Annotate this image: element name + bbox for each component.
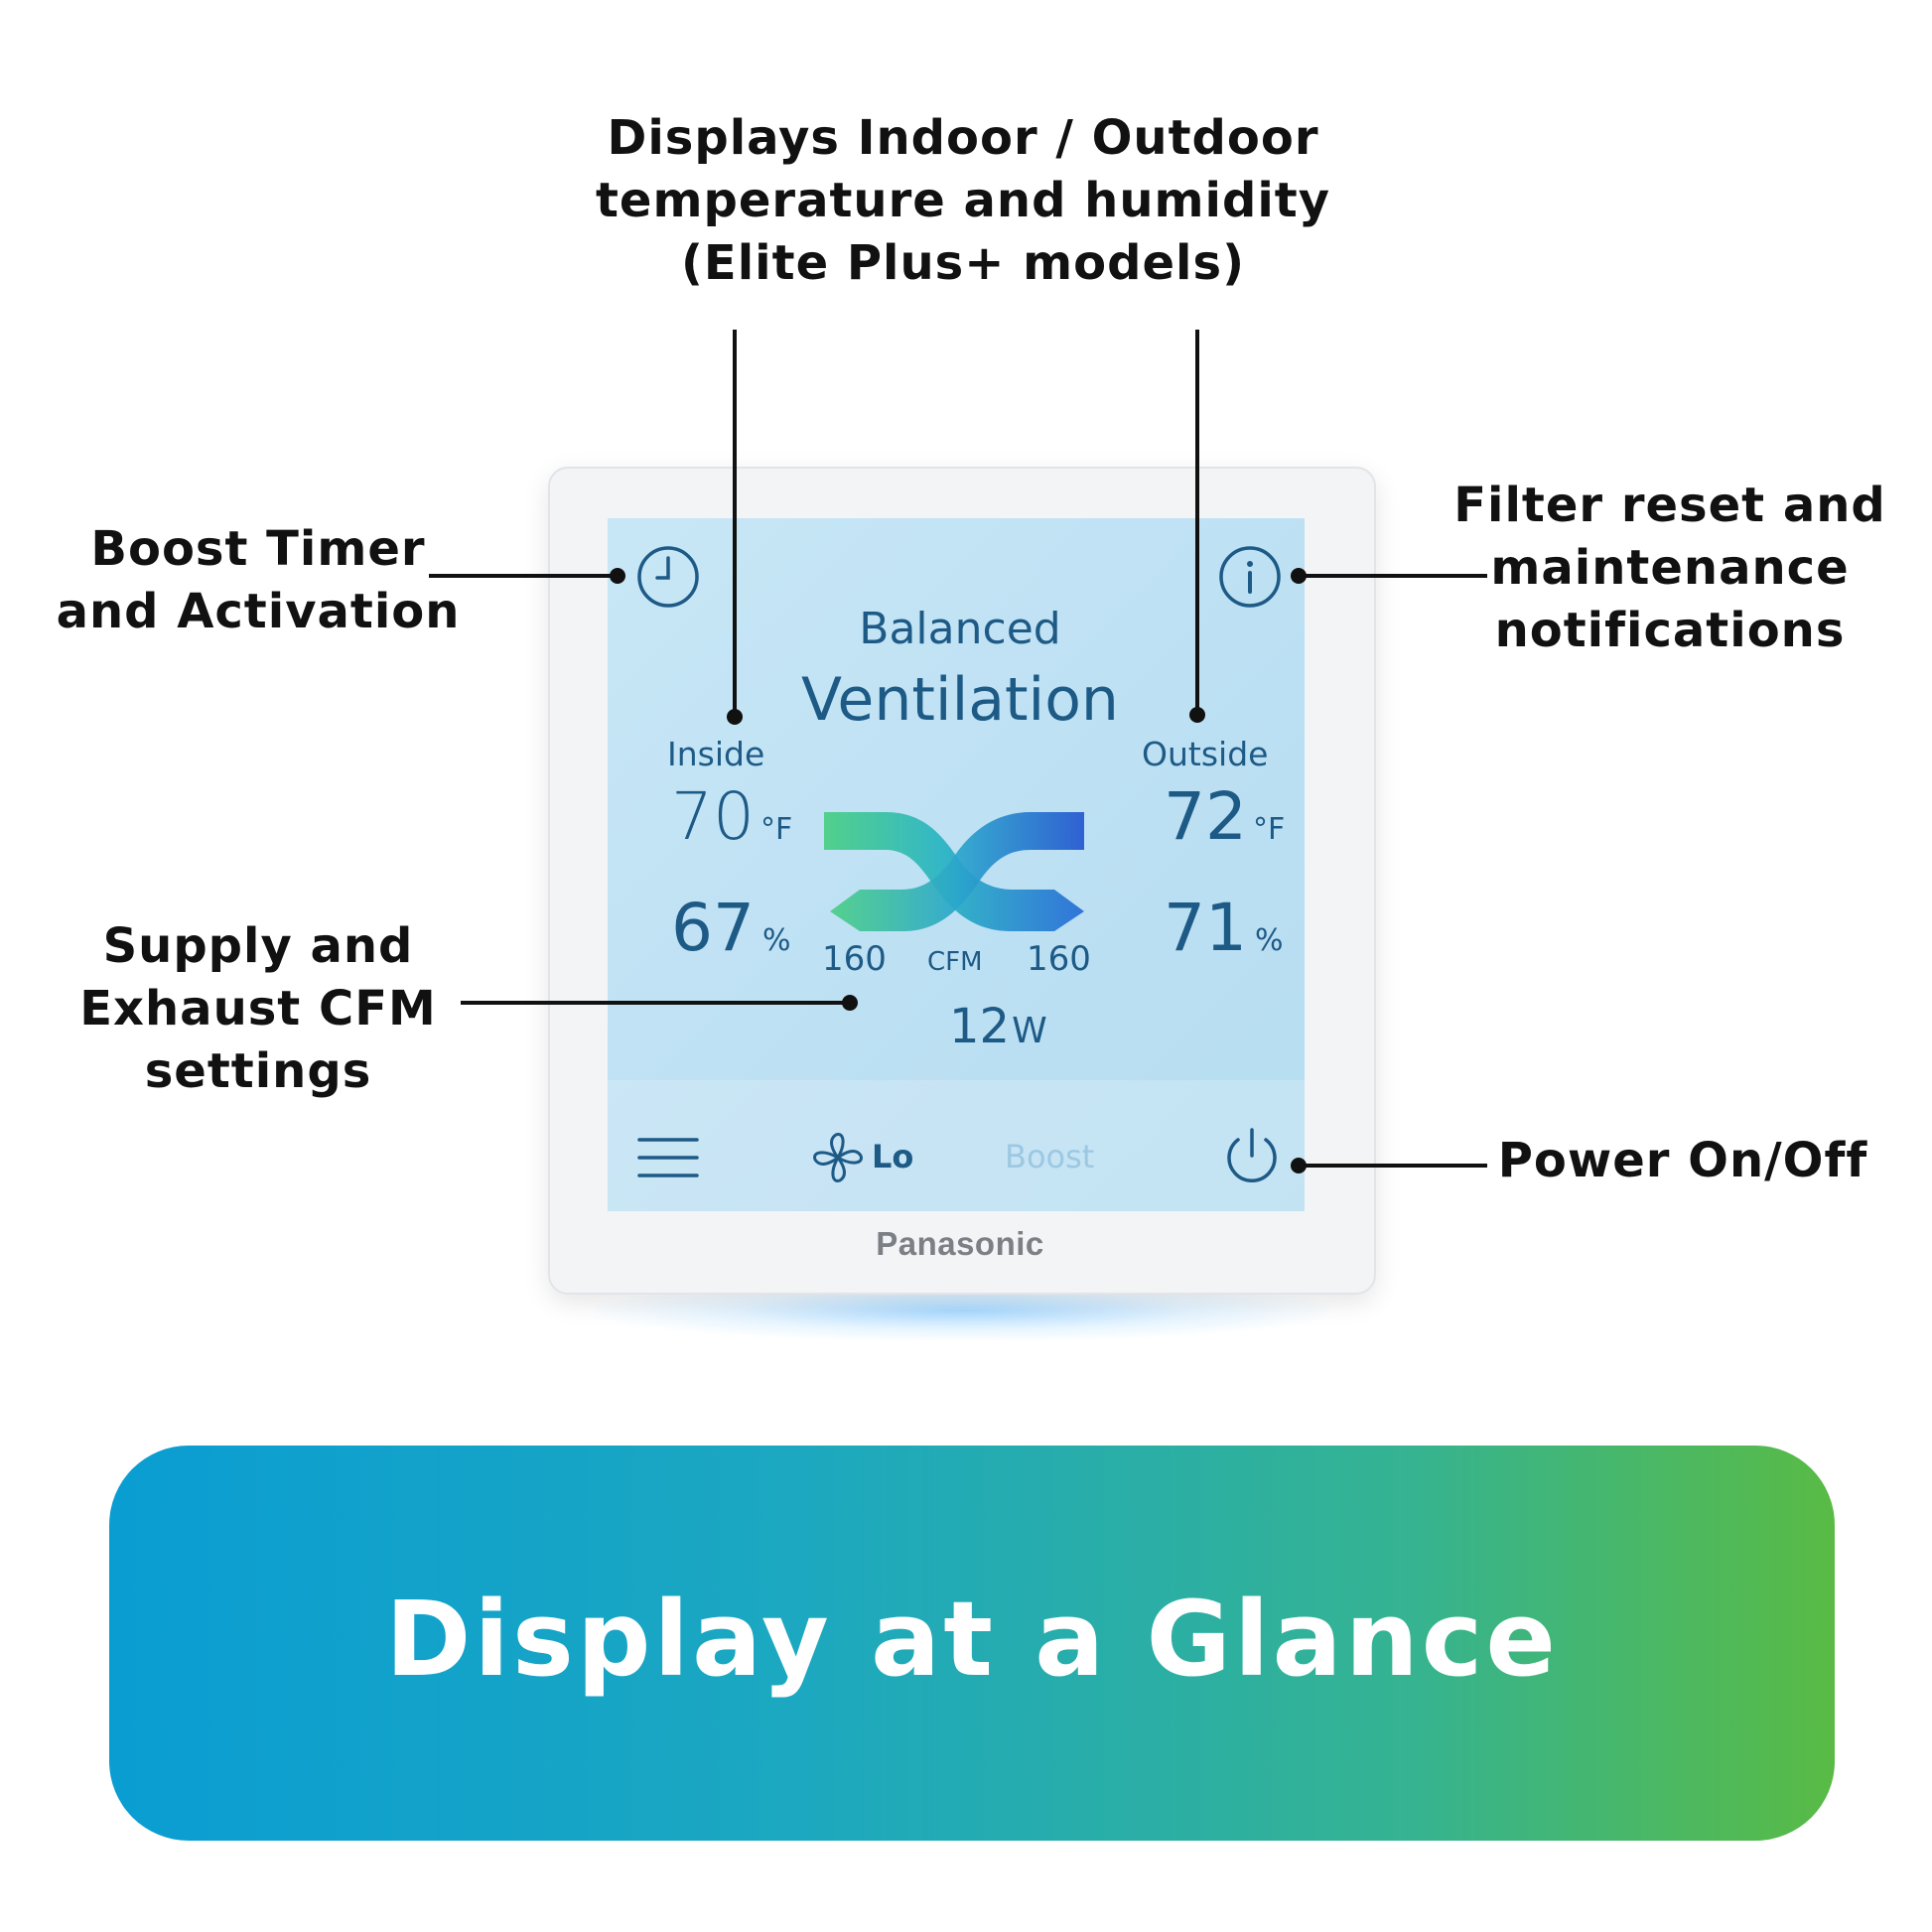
- clock-icon[interactable]: [635, 544, 701, 610]
- cfm-supply: 160: [822, 939, 887, 979]
- outside-humidity-value: 71: [1164, 890, 1247, 966]
- callout-power: Power On/Off: [1489, 1130, 1876, 1192]
- outside-temp-value: 72: [1164, 778, 1247, 855]
- power-usage: 12W: [949, 999, 1047, 1054]
- callout-line: Power On/Off: [1497, 1133, 1868, 1188]
- outside-temp-unit: °F: [1252, 812, 1286, 847]
- inside-humidity: 67%: [671, 890, 791, 966]
- inside-label: Inside: [667, 735, 765, 773]
- callout-line: (Elite Plus+ models): [680, 235, 1245, 291]
- callout-line: settings: [144, 1043, 372, 1099]
- power-usage-unit: W: [1012, 1011, 1047, 1051]
- callout-line: Supply and: [102, 918, 414, 974]
- fan-icon: [813, 1133, 863, 1182]
- outside-label: Outside: [1142, 735, 1269, 773]
- cfm-unit: CFM: [927, 947, 983, 977]
- callout-boost-timer: Boost Timer and Activation: [40, 518, 477, 643]
- info-icon[interactable]: [1217, 544, 1283, 610]
- inside-temperature: 70°F: [671, 778, 792, 855]
- outside-humidity: 71%: [1164, 890, 1284, 966]
- callout-indoor-outdoor: Displays Indoor / Outdoor temperature an…: [556, 107, 1370, 295]
- screen-title-balanced: Balanced: [859, 604, 1061, 654]
- callout-line: Filter reset and: [1453, 478, 1886, 533]
- power-icon[interactable]: [1219, 1124, 1285, 1189]
- bottom-bar: [608, 1080, 1305, 1211]
- callout-cfm-settings: Supply and Exhaust CFM settings: [60, 915, 457, 1103]
- inside-temp-unit: °F: [759, 812, 793, 847]
- power-usage-value: 12: [949, 999, 1011, 1054]
- inside-humidity-value: 67: [671, 890, 755, 966]
- fan-speed-button[interactable]: Lo: [810, 1128, 919, 1187]
- brand-logo: Panasonic: [876, 1225, 1044, 1262]
- callout-line: Displays Indoor / Outdoor: [607, 110, 1319, 166]
- menu-icon[interactable]: [637, 1136, 699, 1179]
- boost-button[interactable]: Boost: [1005, 1138, 1095, 1175]
- fan-speed-label: Lo: [872, 1138, 914, 1175]
- callout-line: and Activation: [56, 584, 461, 639]
- callout-line: Exhaust CFM: [79, 981, 437, 1036]
- callout-line: notifications: [1494, 603, 1846, 658]
- callout-line: maintenance: [1490, 540, 1850, 596]
- inside-humidity-unit: %: [761, 923, 791, 958]
- inside-temp-value: 70: [671, 778, 755, 855]
- callout-filter-reset: Filter reset and maintenance notificatio…: [1451, 475, 1888, 662]
- outside-humidity-unit: %: [1254, 923, 1284, 958]
- callout-line: Boost Timer: [90, 521, 426, 577]
- banner: [109, 1446, 1835, 1841]
- screen-title-ventilation: Ventilation: [801, 665, 1119, 735]
- outside-temperature: 72°F: [1164, 778, 1285, 855]
- callout-line: temperature and humidity: [595, 173, 1331, 228]
- airflow-exchange-icon: [824, 812, 1084, 931]
- cfm-exhaust: 160: [1027, 939, 1091, 979]
- banner-title: Display at a Glance: [385, 1579, 1559, 1700]
